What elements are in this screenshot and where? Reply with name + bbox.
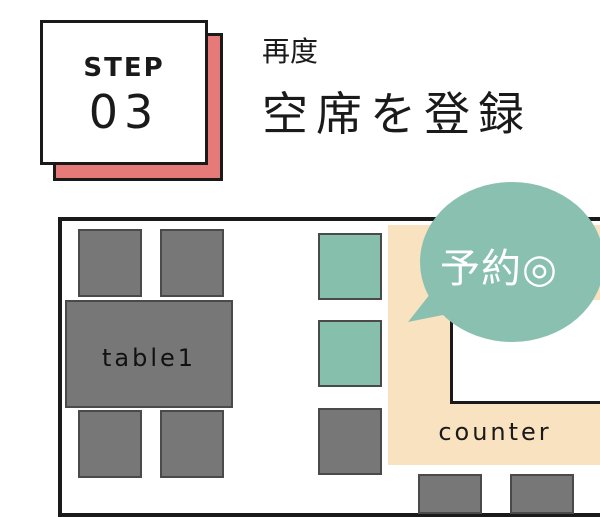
seat-side-3[interactable] [318, 408, 382, 475]
seat-counter-2[interactable] [510, 474, 574, 514]
seat-table1-bottom-left[interactable] [78, 410, 142, 478]
seat-available-2[interactable] [318, 320, 382, 387]
seat-table1-top-right[interactable] [160, 229, 224, 297]
step-number: 03 [88, 85, 160, 139]
step-badge: STEP 03 [40, 20, 208, 165]
seat-counter-1[interactable] [418, 474, 482, 514]
subtitle: 再度 [262, 35, 319, 68]
reservation-bubble [408, 182, 600, 342]
counter-label: counter [438, 418, 552, 446]
page-title: 空席を登録 [262, 87, 532, 141]
reservation-text: 予約◎ [440, 246, 558, 292]
seat-table1-top-left[interactable] [78, 229, 142, 297]
table1-label: table1 [101, 344, 197, 372]
step-label: STEP [83, 53, 165, 83]
table1[interactable]: table1 [65, 300, 233, 408]
seat-table1-bottom-right[interactable] [160, 410, 224, 478]
seat-available-1[interactable] [318, 233, 382, 300]
